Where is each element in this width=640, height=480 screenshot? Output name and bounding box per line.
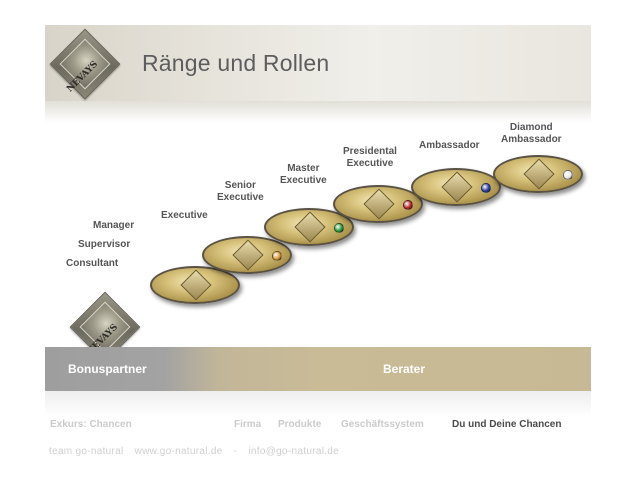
pin-emblem-icon	[363, 188, 395, 220]
rank-pin-2	[202, 236, 292, 274]
nav-geschaeftssystem[interactable]: Geschäftssystem	[341, 419, 424, 430]
rank-pin-4	[333, 185, 423, 223]
gem-icon	[563, 170, 573, 180]
footer-website[interactable]: www.go-natural.de	[134, 446, 223, 457]
rank-supervisor: Supervisor	[78, 239, 131, 250]
pin-emblem-icon	[232, 239, 264, 271]
pin-emblem-icon	[180, 269, 212, 301]
berater-label: Berater	[383, 362, 426, 376]
pin-emblem-icon	[523, 158, 555, 190]
rank-consultant: Consultant	[66, 258, 119, 269]
footer-team: team go-natural	[49, 446, 124, 457]
nav-firma[interactable]: Firma	[234, 419, 262, 430]
rank-pin-3	[264, 208, 354, 246]
bonuspartner-label: Bonuspartner	[68, 362, 147, 376]
rank-pin-5	[411, 168, 501, 206]
page-title: Ränge und Rollen	[142, 50, 330, 76]
bar-shadow	[45, 391, 591, 417]
rank-executive: Executive	[161, 210, 208, 221]
rank-ambassador: Ambassador	[419, 140, 480, 151]
gem-icon	[481, 183, 491, 193]
footer-email[interactable]: info@go-natural.de	[248, 446, 340, 457]
rank-diamond-ambassador: Diamond Ambassador	[501, 122, 562, 145]
nav-du-und-deine-chancen[interactable]: Du und Deine Chancen	[452, 419, 562, 430]
footer: team go-natural www.go-natural.de - info…	[49, 446, 347, 457]
partner-bar	[45, 347, 591, 391]
rank-manager: Manager	[93, 220, 135, 231]
pin-emblem-icon	[441, 171, 473, 203]
gem-icon	[334, 223, 344, 233]
rank-master-executive: Master Executive	[280, 163, 327, 186]
footer-separator: -	[233, 446, 238, 457]
rank-pin-6	[493, 155, 583, 193]
rank-pin-1	[150, 266, 240, 304]
gem-icon	[403, 200, 413, 210]
header-banner	[45, 25, 591, 101]
gem-icon	[272, 251, 282, 261]
rank-senior-executive: Senior Executive	[217, 180, 264, 203]
logo-portrait	[79, 301, 131, 353]
rank-presidental-executive: Presidental Executive	[343, 146, 397, 169]
pin-emblem-icon	[294, 211, 326, 243]
nav-exkurs-chancen[interactable]: Exkurs: Chancen	[50, 419, 132, 430]
header-shadow	[45, 101, 591, 123]
nav-produkte[interactable]: Produkte	[278, 419, 322, 430]
